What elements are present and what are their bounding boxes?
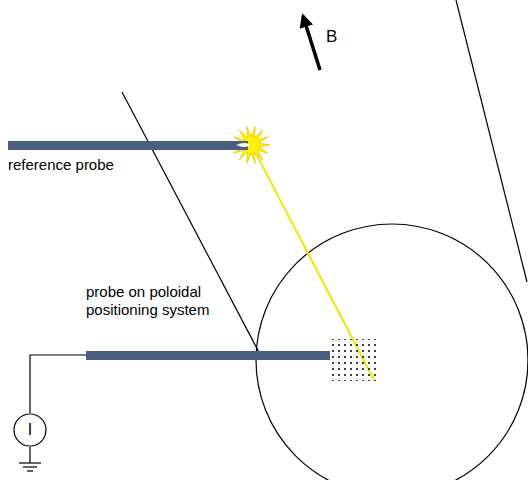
meter-label: I [13,413,47,447]
wire [29,447,30,463]
ammeter-symbol: I [13,413,47,447]
probe-label: reference probe [8,156,114,174]
flux-tube-edge [456,0,527,282]
field-label: B [326,28,337,46]
poloidal-probe [86,351,330,360]
probe-label: probe on poloidal positioning system [86,283,236,319]
wire [30,355,86,413]
ground-symbol [23,466,37,467]
b-field-arrow [303,16,320,70]
ground-symbol [19,462,41,463]
probe-tip [236,143,250,147]
spark [232,127,270,164]
ground-symbol [27,470,33,471]
reference-probe [8,141,248,150]
probe-region [332,339,380,381]
